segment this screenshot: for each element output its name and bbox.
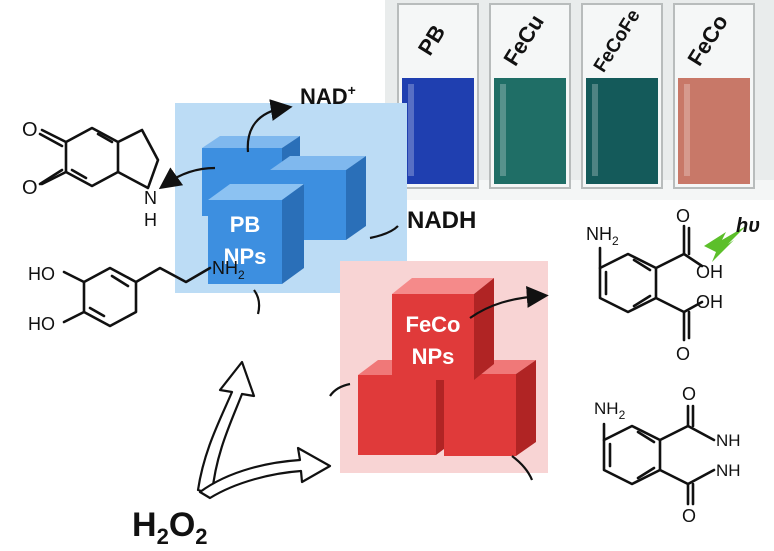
indolequinone-oxygen-1: O	[22, 119, 38, 141]
aminophthalate-oxygen-2: O	[676, 344, 690, 364]
arrow-from-nadh	[369, 225, 399, 240]
feco-arrows	[329, 285, 549, 481]
vial-liquid	[586, 78, 658, 184]
indolequinone-structure: O O N H	[22, 119, 160, 230]
dopamine-nh2: NH2	[212, 258, 245, 282]
vial-fecu: FeCu	[489, 3, 571, 189]
arrow-to-nad	[246, 99, 293, 153]
light-emission-icon	[704, 226, 746, 262]
vial-pb: PB	[397, 3, 479, 189]
vial-liquid	[678, 78, 750, 184]
feco-cube-label-nps: NPs	[412, 344, 455, 369]
vial-fecofe: FeCoFe	[581, 3, 663, 189]
arrow-to-aminophthalate	[469, 285, 549, 319]
vial-shine	[408, 84, 414, 176]
hv-label: hυ	[736, 215, 760, 237]
nad-plus-label: NAD+	[300, 82, 356, 109]
vial-feco: FeCo	[673, 3, 755, 189]
arrow-from-dopamine	[253, 289, 261, 315]
vial-liquid	[494, 78, 566, 184]
dopamine-ho-1: HO	[28, 264, 55, 284]
arrow-from-h2o2	[329, 382, 351, 397]
pb-cubes: PB NPs	[202, 136, 366, 284]
pb-cube-label: PB	[230, 212, 261, 237]
vial-shine	[500, 84, 506, 176]
h2o2-hollow-arrows	[196, 360, 332, 500]
indoline-h-label: H	[144, 210, 157, 230]
indolequinone-oxygen-2: O	[22, 177, 38, 199]
vial-shine	[592, 84, 598, 176]
vial-shine	[684, 84, 690, 176]
h2o2-label: H2O2	[132, 506, 208, 549]
arrow-from-luminol	[511, 455, 534, 481]
pb-arrows	[158, 99, 399, 315]
hollow-arrow-right	[198, 446, 332, 500]
luminol-structure: NH2 O NH NH O	[594, 384, 741, 526]
feco-cube-bottom-right	[444, 360, 536, 456]
aminophthalate-oh-2: OH	[696, 292, 723, 312]
luminol-oxygen-1: O	[682, 384, 696, 404]
aminophthalate-structure: NH2 O OH OH O	[586, 206, 723, 364]
dopamine-structure: HO HO NH2	[28, 258, 245, 334]
aminophthalate-oxygen-1: O	[676, 206, 690, 226]
aminophthalate-nh2: NH2	[586, 224, 619, 248]
feco-cubes: FeCo NPs	[358, 278, 536, 456]
feco-cube-top	[392, 278, 494, 380]
feco-cube-label: FeCo	[406, 312, 461, 337]
arrow-to-indolequinone	[158, 166, 216, 190]
vial-liquid	[402, 78, 474, 184]
luminol-oxygen-2: O	[682, 506, 696, 526]
dopamine-ho-2: HO	[28, 314, 55, 334]
pb-cube-label-nps: NPs	[224, 244, 267, 269]
hollow-arrow-up	[196, 360, 256, 496]
luminol-nh2: NH2	[594, 399, 626, 422]
aminophthalate-oh-1: OH	[696, 262, 723, 282]
pb-cube-front	[208, 184, 304, 284]
luminol-nh-1: NH	[716, 431, 741, 450]
nadh-label: NADH	[407, 207, 476, 234]
indoline-n-label: N	[144, 188, 157, 208]
luminol-nh-2: NH	[716, 461, 741, 480]
